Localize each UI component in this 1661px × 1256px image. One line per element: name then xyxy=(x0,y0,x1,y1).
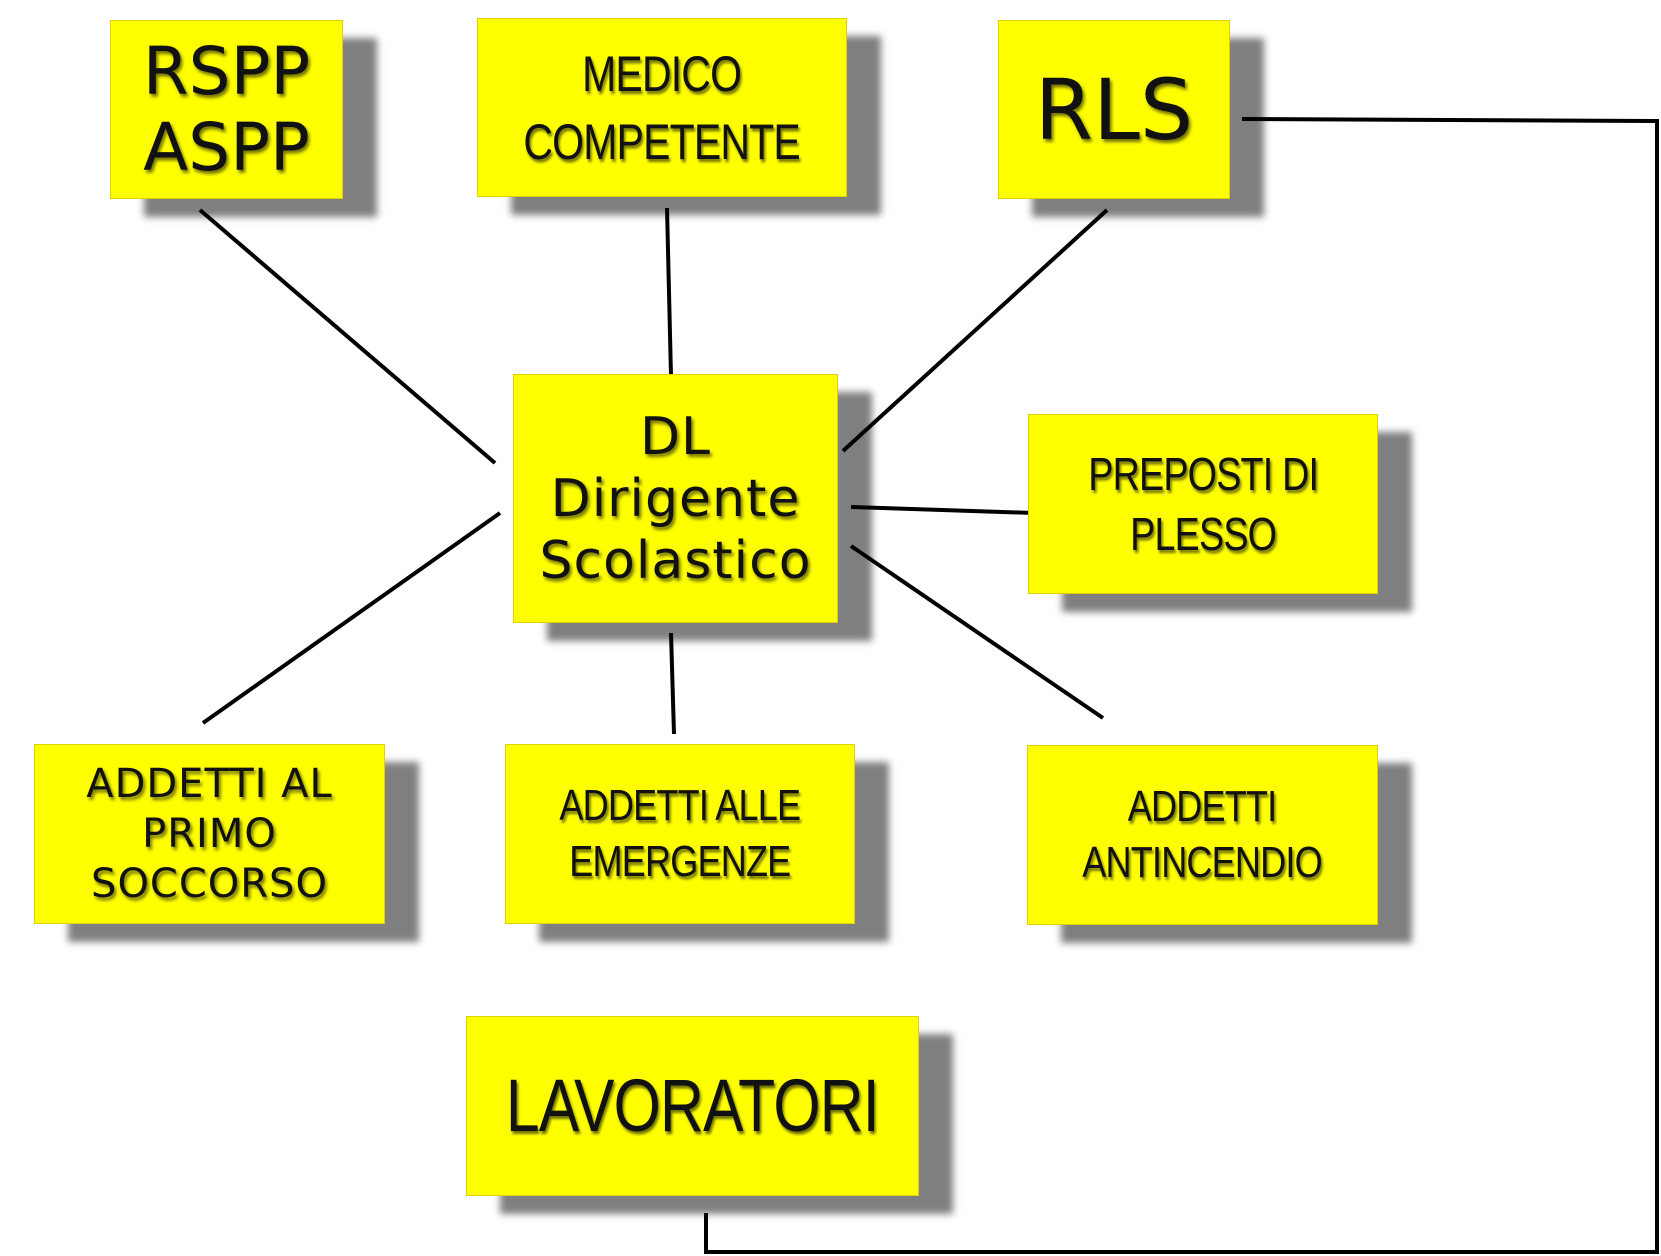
edge-dl-emergenze xyxy=(669,632,676,735)
node-antincendio-line-1: ADDETTI xyxy=(1128,782,1277,831)
node-medico-line-2: COMPETENTE xyxy=(523,113,801,170)
edge-dl-rls xyxy=(841,208,1109,453)
node-preposti-di-plesso: PREPOSTI DI PLESSO xyxy=(1028,414,1378,594)
node-primo-line-2: PRIMO xyxy=(142,811,277,857)
node-emergenze-line-1: ADDETTI ALLE xyxy=(559,781,802,830)
node-addetti-antincendio: ADDETTI ANTINCENDIO xyxy=(1027,745,1378,925)
node-antincendio-line-2: ANTINCENDIO xyxy=(1082,838,1323,887)
node-dl-line-1: DL xyxy=(639,406,711,467)
node-dl-line-3: Scolastico xyxy=(539,530,812,591)
node-rspp-line-1: RSPP xyxy=(142,32,311,110)
edge-dl-medico xyxy=(665,207,673,377)
node-lavoratori: LAVORATORI xyxy=(466,1016,919,1196)
node-rspp-aspp: RSPP ASPP xyxy=(110,20,343,199)
node-rls-line-1: RLS xyxy=(1034,60,1194,159)
node-addetti-emergenze: ADDETTI ALLE EMERGENZE xyxy=(505,744,855,924)
node-preposti-line-2: PLESSO xyxy=(1129,508,1277,560)
node-rspp-line-2: ASPP xyxy=(143,108,310,186)
node-addetti-primo-soccorso: ADDETTI AL PRIMO SOCCORSO xyxy=(34,744,385,924)
edge-rls-lavoratori xyxy=(704,117,1659,1254)
node-rls: RLS xyxy=(998,20,1230,199)
node-emergenze-line-2: EMERGENZE xyxy=(569,837,791,886)
node-dl-dirigente-scolastico: DL Dirigente Scolastico xyxy=(513,374,838,623)
node-primo-line-3: SOCCORSO xyxy=(91,861,328,907)
edge-dl-preposti xyxy=(850,505,1035,515)
edge-dl-rspp xyxy=(198,208,497,465)
node-medico-competente: MEDICO COMPETENTE xyxy=(477,18,847,197)
node-medico-line-1: MEDICO xyxy=(582,45,742,102)
edge-dl-primo-soccorso xyxy=(201,511,502,725)
node-lavoratori-line-1: LAVORATORI xyxy=(506,1064,880,1147)
node-primo-line-1: ADDETTI AL xyxy=(86,761,333,807)
edge-dl-antincendio xyxy=(849,544,1105,720)
node-preposti-line-1: PREPOSTI DI xyxy=(1088,448,1319,500)
node-dl-line-2: Dirigente xyxy=(550,468,801,529)
